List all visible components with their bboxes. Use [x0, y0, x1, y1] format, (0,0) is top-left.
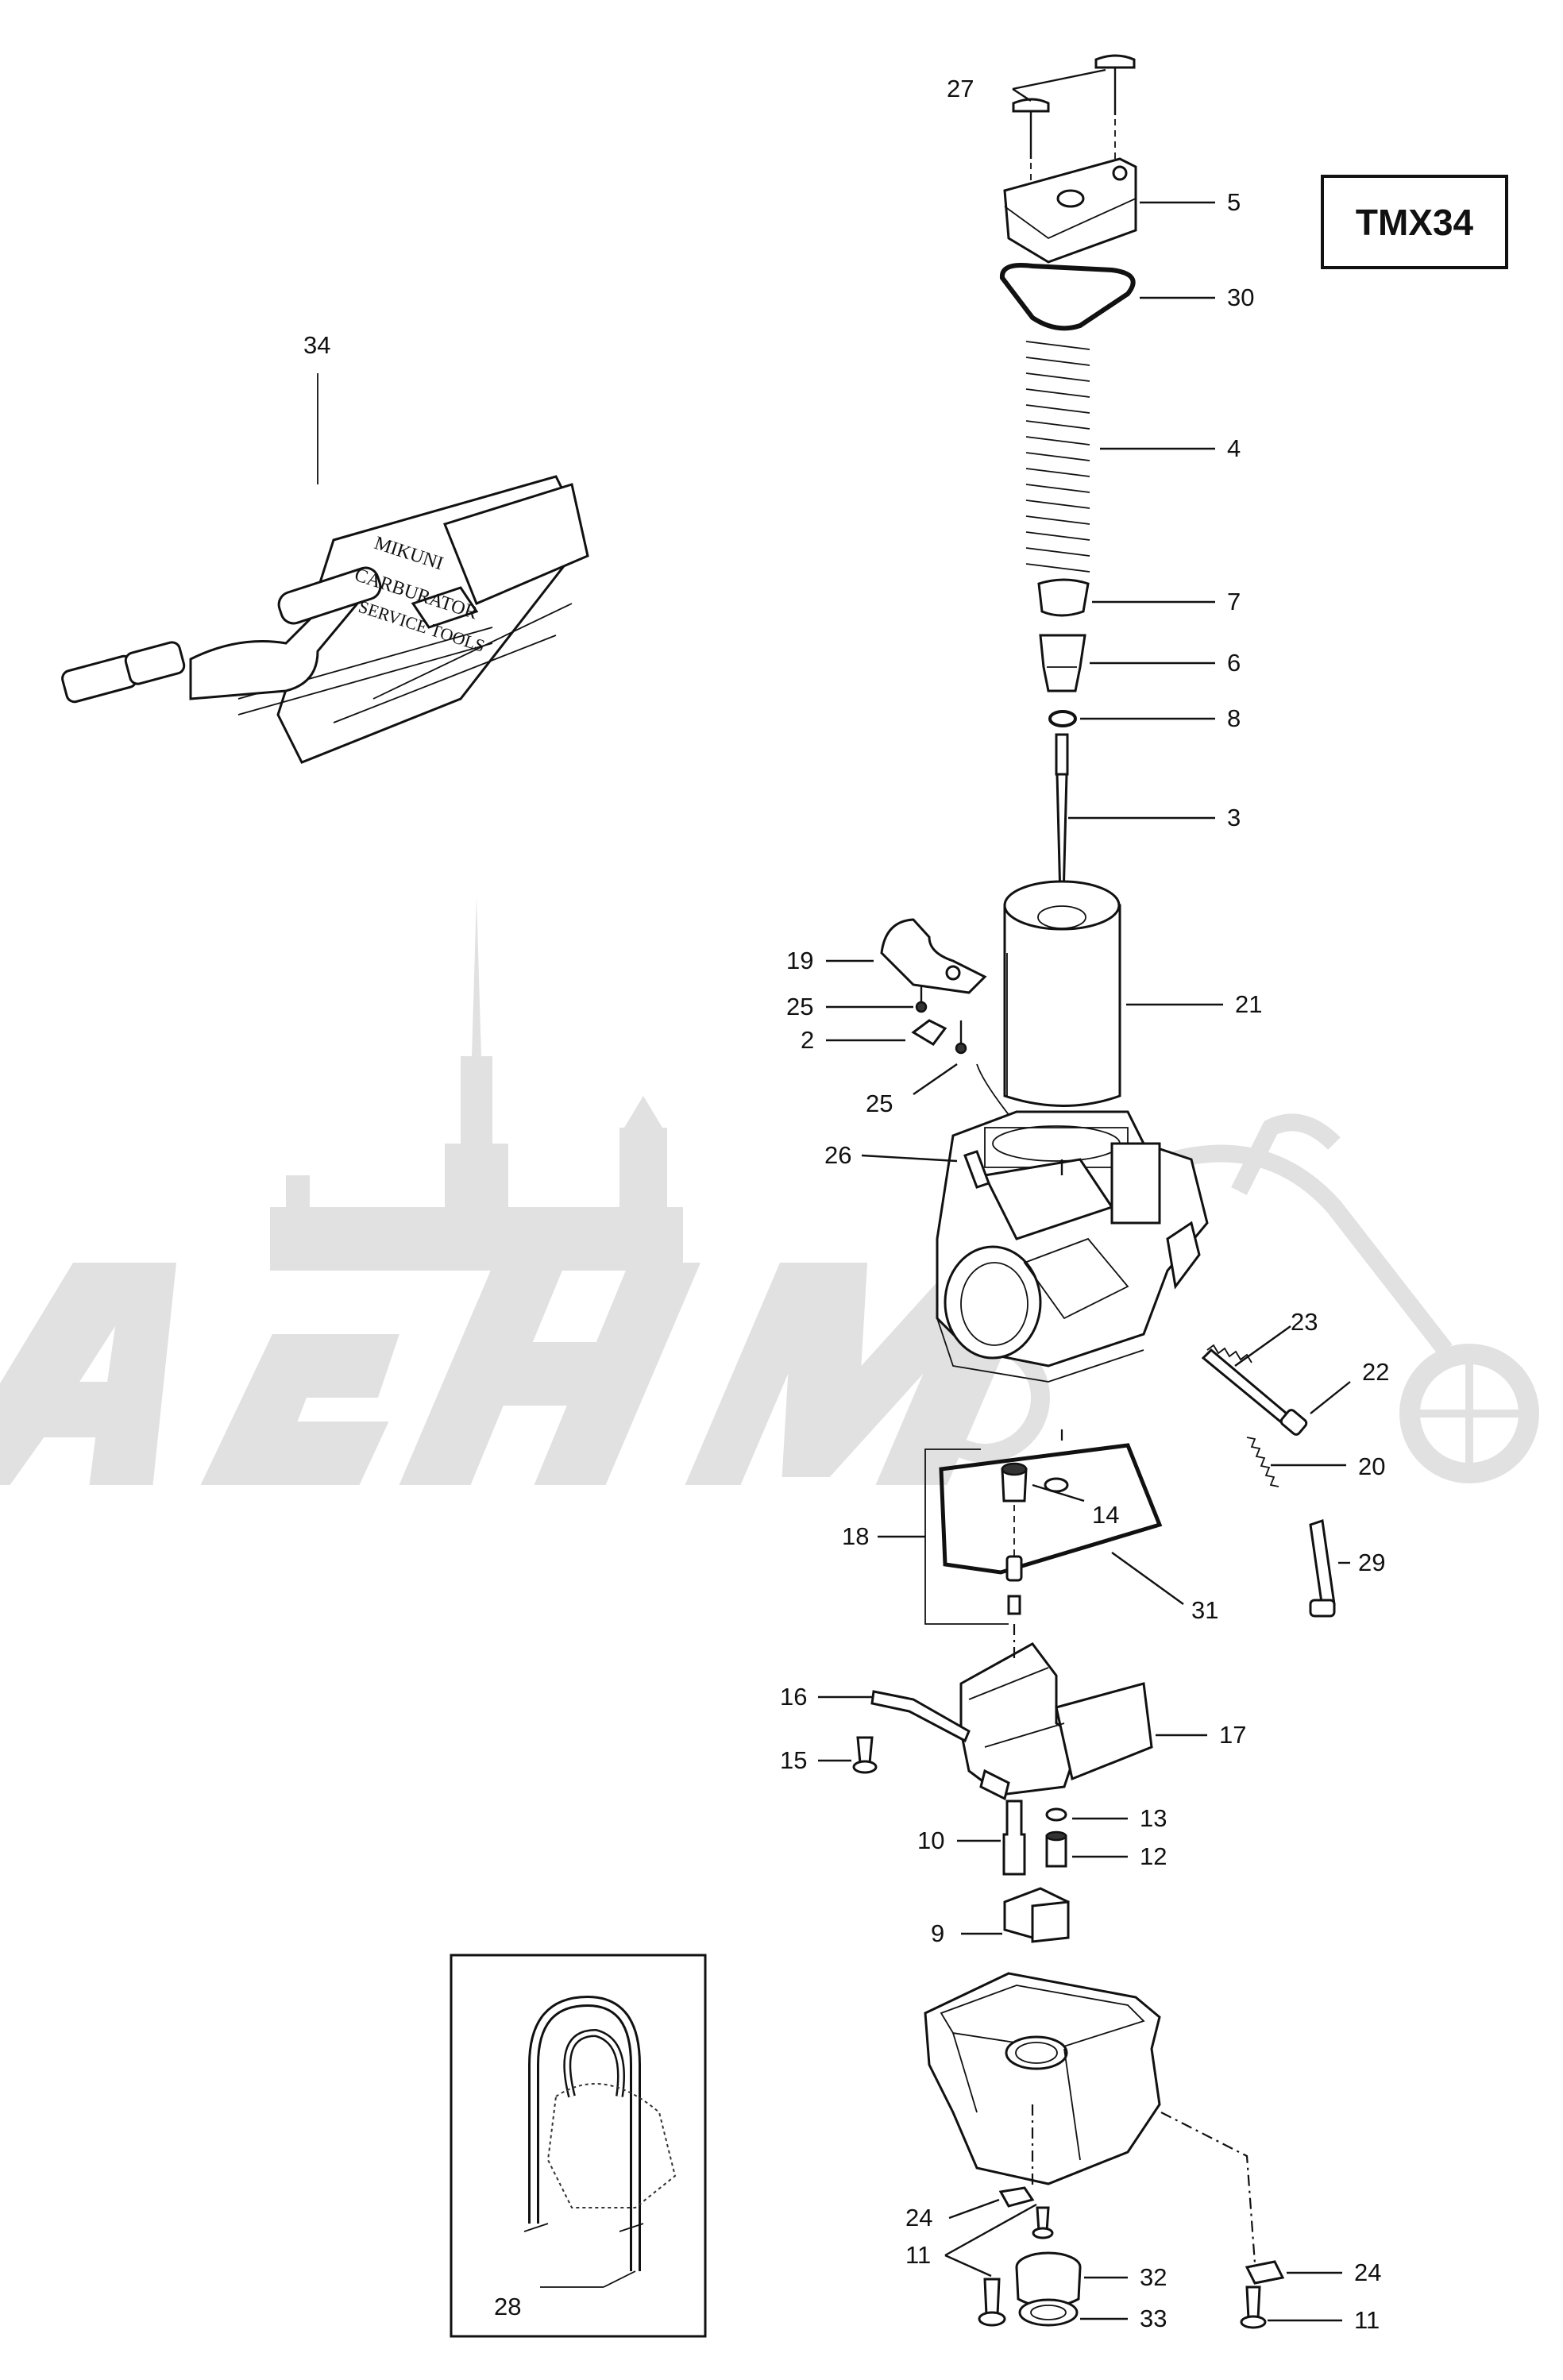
callout-12: 12 — [1140, 1842, 1167, 1870]
callout-21: 21 — [1235, 990, 1262, 1018]
callout-2: 2 — [801, 1026, 814, 1054]
jet-14 — [1001, 1462, 1028, 1502]
washer-13 — [1045, 1807, 1067, 1822]
dash-line-bowl — [1160, 2112, 1256, 2264]
clip-24b — [1245, 2260, 1285, 2285]
callout-8: 8 — [1227, 704, 1241, 732]
clip-24a — [998, 2186, 1035, 2208]
model-label: TMX34 — [1356, 202, 1474, 243]
needle-holder-6 — [1039, 634, 1086, 692]
callout-18: 18 — [842, 1522, 869, 1550]
screw-15 — [852, 1736, 878, 1774]
screw-22 — [1201, 1348, 1308, 1436]
callout-25a: 25 — [786, 993, 813, 1020]
screw-29 — [1309, 1519, 1336, 1618]
screws-27 — [1012, 54, 1136, 191]
callout-14: 14 — [1092, 1501, 1119, 1529]
watermark — [0, 897, 1539, 1485]
carburetor-body — [936, 1110, 1209, 1383]
callout-27: 27 — [947, 75, 974, 102]
model-label-box: TMX34 — [1321, 175, 1508, 269]
callout-28: 28 — [494, 2293, 521, 2320]
plate-19 — [880, 918, 987, 994]
callout-31: 31 — [1191, 1596, 1218, 1624]
callout-10: 10 — [917, 1826, 944, 1854]
mixing-body-17 — [959, 1642, 1153, 1801]
callout-4: 4 — [1227, 434, 1241, 462]
leader-lines — [818, 68, 1351, 2322]
screw-11a-small — [1032, 2206, 1054, 2239]
callout-20: 20 — [1358, 1452, 1385, 1480]
callout-22: 22 — [1362, 1358, 1389, 1386]
callout-6: 6 — [1227, 649, 1241, 677]
callout-29: 29 — [1358, 1549, 1385, 1576]
callout-19: 19 — [786, 947, 813, 974]
pin-26 — [963, 1150, 990, 1189]
spring-seat-7 — [1037, 578, 1090, 617]
plate-2 — [911, 1019, 947, 1046]
screw-25b — [955, 1020, 967, 1055]
needle-jet-assembly — [1005, 1505, 1023, 1615]
callout-24b: 24 — [1354, 2258, 1381, 2286]
throttle-slide-21 — [1003, 880, 1121, 1107]
callout-7: 7 — [1227, 588, 1241, 615]
gasket-31 — [939, 1443, 1163, 1575]
callout-24a: 24 — [905, 2204, 932, 2231]
float-bowl — [924, 1972, 1161, 2185]
spring-4 — [1025, 341, 1090, 573]
callout-9: 9 — [931, 1919, 944, 1947]
tool-kit-illustration: MIKUNI CARBURATOR SERVICE TOOLS — [61, 373, 589, 764]
hose-inset — [450, 1954, 707, 2338]
top-cap-5 — [1003, 157, 1137, 264]
spring-20 — [1246, 1437, 1279, 1487]
callout-13: 13 — [1140, 1804, 1167, 1832]
jet-12 — [1045, 1830, 1067, 1868]
jet-10 — [1002, 1799, 1026, 1876]
seal-33 — [1018, 2298, 1079, 2327]
callout-5: 5 — [1227, 188, 1241, 216]
pin-16 — [870, 1690, 971, 1743]
screw-11b — [1240, 2285, 1267, 2329]
callout-labels: 27 5 30 34 4 7 6 8 3 19 21 25 2 25 26 23… — [303, 75, 1389, 2334]
callout-15: 15 — [780, 1746, 807, 1774]
callout-32: 32 — [1140, 2263, 1167, 2291]
callout-11b: 11 — [1354, 2306, 1380, 2334]
screw-11a — [978, 2278, 1006, 2327]
callout-23: 23 — [1291, 1308, 1318, 1336]
callout-26: 26 — [824, 1141, 851, 1169]
screw-25a — [915, 985, 928, 1013]
callout-33: 33 — [1140, 2305, 1167, 2332]
clip-8 — [1048, 710, 1077, 727]
watermark-motorcycle — [920, 1113, 1539, 1483]
callout-25b: 25 — [866, 1090, 893, 1117]
callout-3: 3 — [1227, 804, 1241, 831]
callout-17: 17 — [1219, 1721, 1246, 1749]
callout-34: 34 — [303, 331, 330, 359]
spring-23 — [1206, 1344, 1252, 1364]
watermark-lettering — [0, 1263, 1043, 1485]
callout-11a: 11 — [905, 2241, 931, 2269]
float-9 — [1003, 1887, 1070, 1943]
callout-30: 30 — [1227, 284, 1254, 311]
callout-16: 16 — [780, 1683, 807, 1711]
o-ring-30 — [999, 263, 1136, 331]
